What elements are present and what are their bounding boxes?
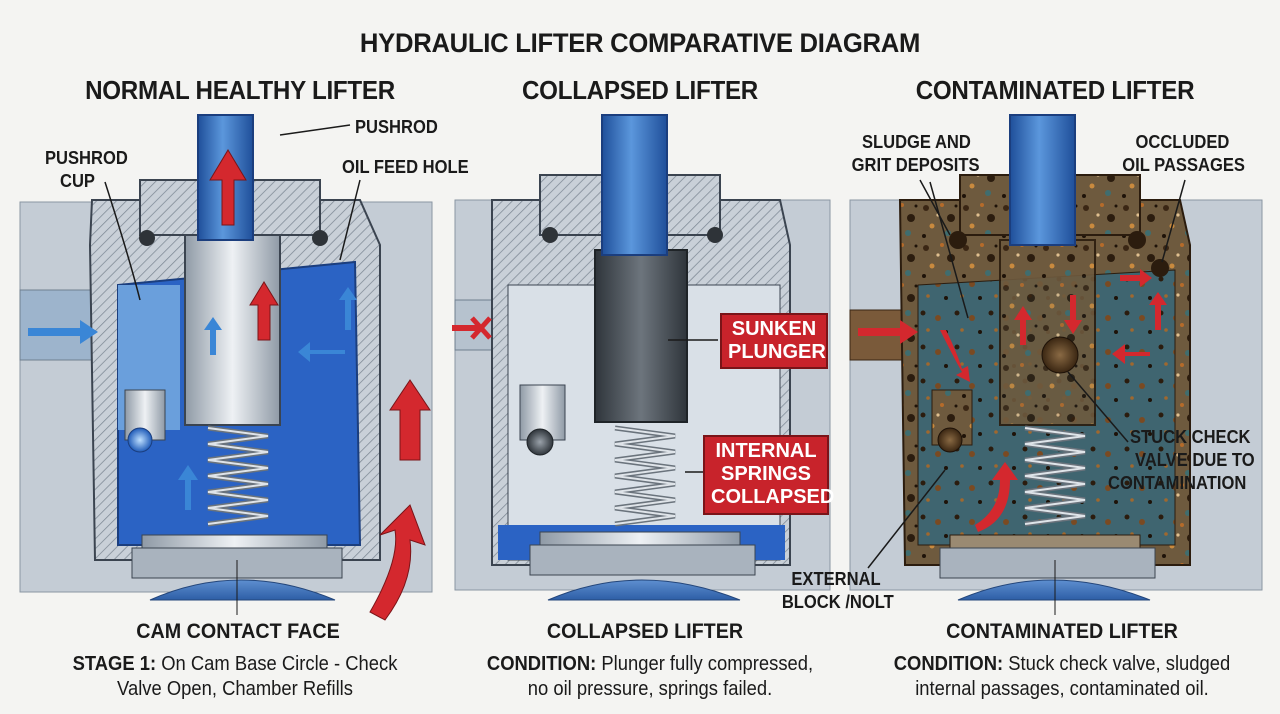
label-sludge-1: SLUDGE AND (861, 132, 971, 152)
check-ball (127, 427, 153, 453)
description-contaminated-line1: Stuck check valve, sludged (1008, 653, 1231, 675)
label-external-1: EXTERNAL (791, 569, 881, 589)
blocked-feed-icon (452, 316, 492, 340)
caption-contaminated: CONTAMINATED LIFTER (946, 620, 1178, 643)
description-normal-line2: Valve Open, Chamber Refills (117, 678, 353, 700)
description-normal-prefix: STAGE 1: (72, 653, 157, 675)
sunken-plunger (594, 249, 688, 423)
description-normal-line1: On Cam Base Circle - Check (161, 653, 398, 675)
callout-sunken-plunger: SUNKEN PLUNGER (720, 313, 828, 369)
label-pushrod: PUSHROD (355, 117, 438, 137)
label-pushrod-cup-2: CUP (60, 171, 95, 191)
label-stuck-3: CONTAMINATION (1108, 473, 1247, 493)
label-occluded-2: OIL PASSAGES (1122, 155, 1245, 175)
diagram-title: HYDRAULIC LIFTER COMPARATIVE DIAGRAM (359, 28, 921, 58)
label-oil-feed-hole: OIL FEED HOLE (342, 157, 469, 177)
stuck-check-ball (1041, 336, 1079, 374)
label-stuck-2: VALVE DUE TO (1135, 450, 1255, 470)
panel-title-collapsed: COLLAPSED LIFTER (521, 75, 758, 105)
callout-springs-line2: SPRINGS (720, 463, 812, 485)
description-collapsed: CONDITION: Plunger fully compressed, no … (457, 652, 843, 702)
panel-title-contaminated: CONTAMINATED LIFTER (915, 75, 1195, 105)
description-collapsed-line1: Plunger fully compressed, (601, 653, 814, 675)
description-collapsed-prefix: CONDITION: (486, 653, 597, 675)
callout-springs-line1: INTERNAL (715, 440, 817, 462)
description-contaminated-line2: internal passages, contaminated oil. (915, 678, 1209, 700)
callout-sunken-line1: SUNKEN (731, 318, 817, 340)
label-external-2: BLOCK /NOLT (781, 592, 894, 612)
description-normal: STAGE 1: On Cam Base Circle - Check Valv… (37, 652, 433, 702)
cam-lobe (149, 579, 336, 601)
callout-springs-line3: COLLAPSED (711, 486, 835, 508)
label-stuck-1: STUCK CHECK (1130, 427, 1251, 447)
cam-rotation-arrow (369, 504, 426, 621)
panel-contaminated (849, 114, 1263, 615)
label-occluded-1: OCCLUDED (1135, 132, 1230, 152)
caption-normal: CAM CONTACT FACE (136, 620, 340, 643)
label-sludge-2: GRIT DEPOSITS (851, 155, 980, 175)
panel-title-normal: NORMAL HEALTHY LIFTER (85, 75, 395, 105)
callout-sunken-line2: PLUNGER (728, 341, 826, 363)
panel-normal (19, 114, 433, 621)
description-collapsed-line2: no oil pressure, springs failed. (527, 678, 773, 700)
description-contaminated: CONDITION: Stuck check valve, sludged in… (869, 652, 1255, 702)
description-contaminated-prefix: CONDITION: (893, 653, 1004, 675)
label-pushrod-cup-1: PUSHROD (45, 148, 128, 168)
callout-springs-collapsed: INTERNAL SPRINGS COLLAPSED (703, 435, 835, 515)
caption-collapsed: COLLAPSED LIFTER (546, 620, 744, 643)
